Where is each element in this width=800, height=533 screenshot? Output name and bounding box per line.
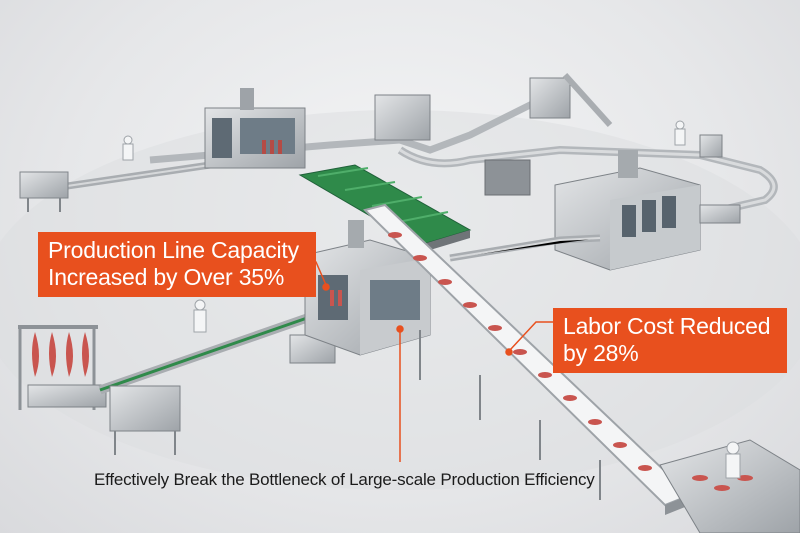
capacity-callout-line2: Increased by Over 35% (48, 264, 285, 290)
diagonal-main-conveyor (363, 203, 692, 515)
capacity-callout: Production Line Capacity Increased by Ov… (38, 232, 316, 297)
packing-table (659, 439, 800, 533)
front-left-conveyor (98, 305, 336, 455)
capacity-callout-line1: Production Line Capacity (48, 237, 299, 263)
top-right-units (374, 72, 723, 196)
workers (122, 120, 741, 479)
tagline: Effectively Break the Bottleneck of Larg… (94, 470, 595, 489)
labor-callout-line2: by 28% (563, 340, 639, 366)
hanging-meat-rack (18, 325, 107, 410)
right-output-conveyor (449, 204, 741, 262)
slicing-machine-rear (204, 88, 306, 169)
labor-callout-line1: Labor Cost Reduced (563, 313, 771, 339)
labor-callout: Labor Cost Reduced by 28% (553, 308, 787, 373)
packaging-machine-right (554, 150, 701, 271)
left-infeed-conveyor (19, 161, 211, 212)
